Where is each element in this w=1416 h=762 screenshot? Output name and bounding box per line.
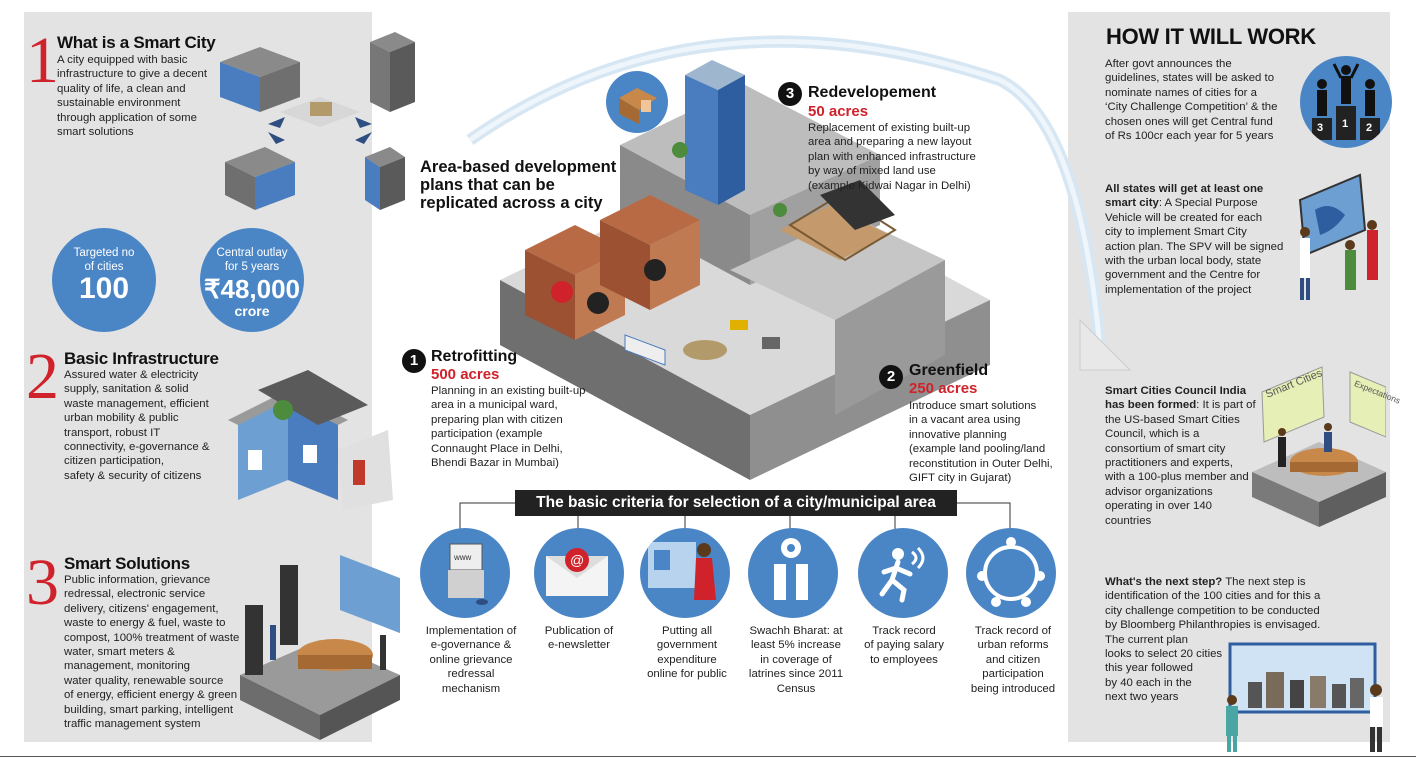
project-title: Greenfield <box>909 362 989 379</box>
project-acres: 250 acres <box>909 380 978 397</box>
svg-text:www: www <box>453 553 472 562</box>
map-presentation-icon <box>1298 173 1378 300</box>
section-number: 2 <box>26 340 59 413</box>
control-room-icon <box>240 555 400 740</box>
city-screen-presentation-icon <box>1226 642 1383 752</box>
presentation-icon <box>640 528 730 618</box>
project-title: Retrofitting <box>431 348 518 365</box>
project-acres: 500 acres <box>431 366 500 383</box>
step-council-text: Smart Cities Council India has been form… <box>1105 385 1256 527</box>
podium-icon: 3 1 2 <box>1300 56 1392 148</box>
criteria-banner: The basic criteria for selection of a ci… <box>515 490 957 516</box>
project-title: Redevelopement <box>808 84 937 101</box>
project-number-badge: 1 <box>402 349 426 373</box>
project-number-badge: 2 <box>879 365 903 389</box>
svg-text:@: @ <box>570 552 584 568</box>
arc-arrow-icon <box>466 35 1132 371</box>
page-divider <box>0 756 1416 757</box>
step-next-text: What's the next step? The next step is i… <box>1105 576 1321 704</box>
section-title: What is a Smart City <box>57 33 216 52</box>
target-cities-stat: Targeted no of cities 100 <box>52 228 156 332</box>
section-title: Basic Infrastructure <box>64 349 219 368</box>
section-number: 3 <box>26 546 59 619</box>
smart-city-buildings-icon <box>220 32 415 210</box>
project-number-badge: 3 <box>778 82 802 106</box>
how-it-will-work-title: HOW IT WILL WORK <box>1106 24 1316 49</box>
central-outlay-stat: Central outlay for 5 years ₹48,000 crore <box>200 228 304 332</box>
toilet-icon <box>748 528 838 618</box>
step-spv-text: All states will get at least one smart c… <box>1105 183 1284 296</box>
section-number: 1 <box>26 24 59 97</box>
people-circle-icon <box>966 528 1056 618</box>
running-man-icon <box>858 528 948 618</box>
email-icon: @ <box>534 528 624 618</box>
section-title: Smart Solutions <box>64 554 190 573</box>
podium-rank: 3 <box>1317 122 1324 134</box>
podium-rank: 2 <box>1366 122 1373 134</box>
council-meeting-icon <box>1252 366 1386 527</box>
computer-icon: www <box>420 528 510 618</box>
city-isometric-illustration <box>500 60 990 480</box>
house-icon <box>228 370 393 510</box>
project-acres: 50 acres <box>808 103 869 120</box>
interior-room-icon <box>606 71 668 133</box>
podium-rank: 1 <box>1342 118 1349 130</box>
